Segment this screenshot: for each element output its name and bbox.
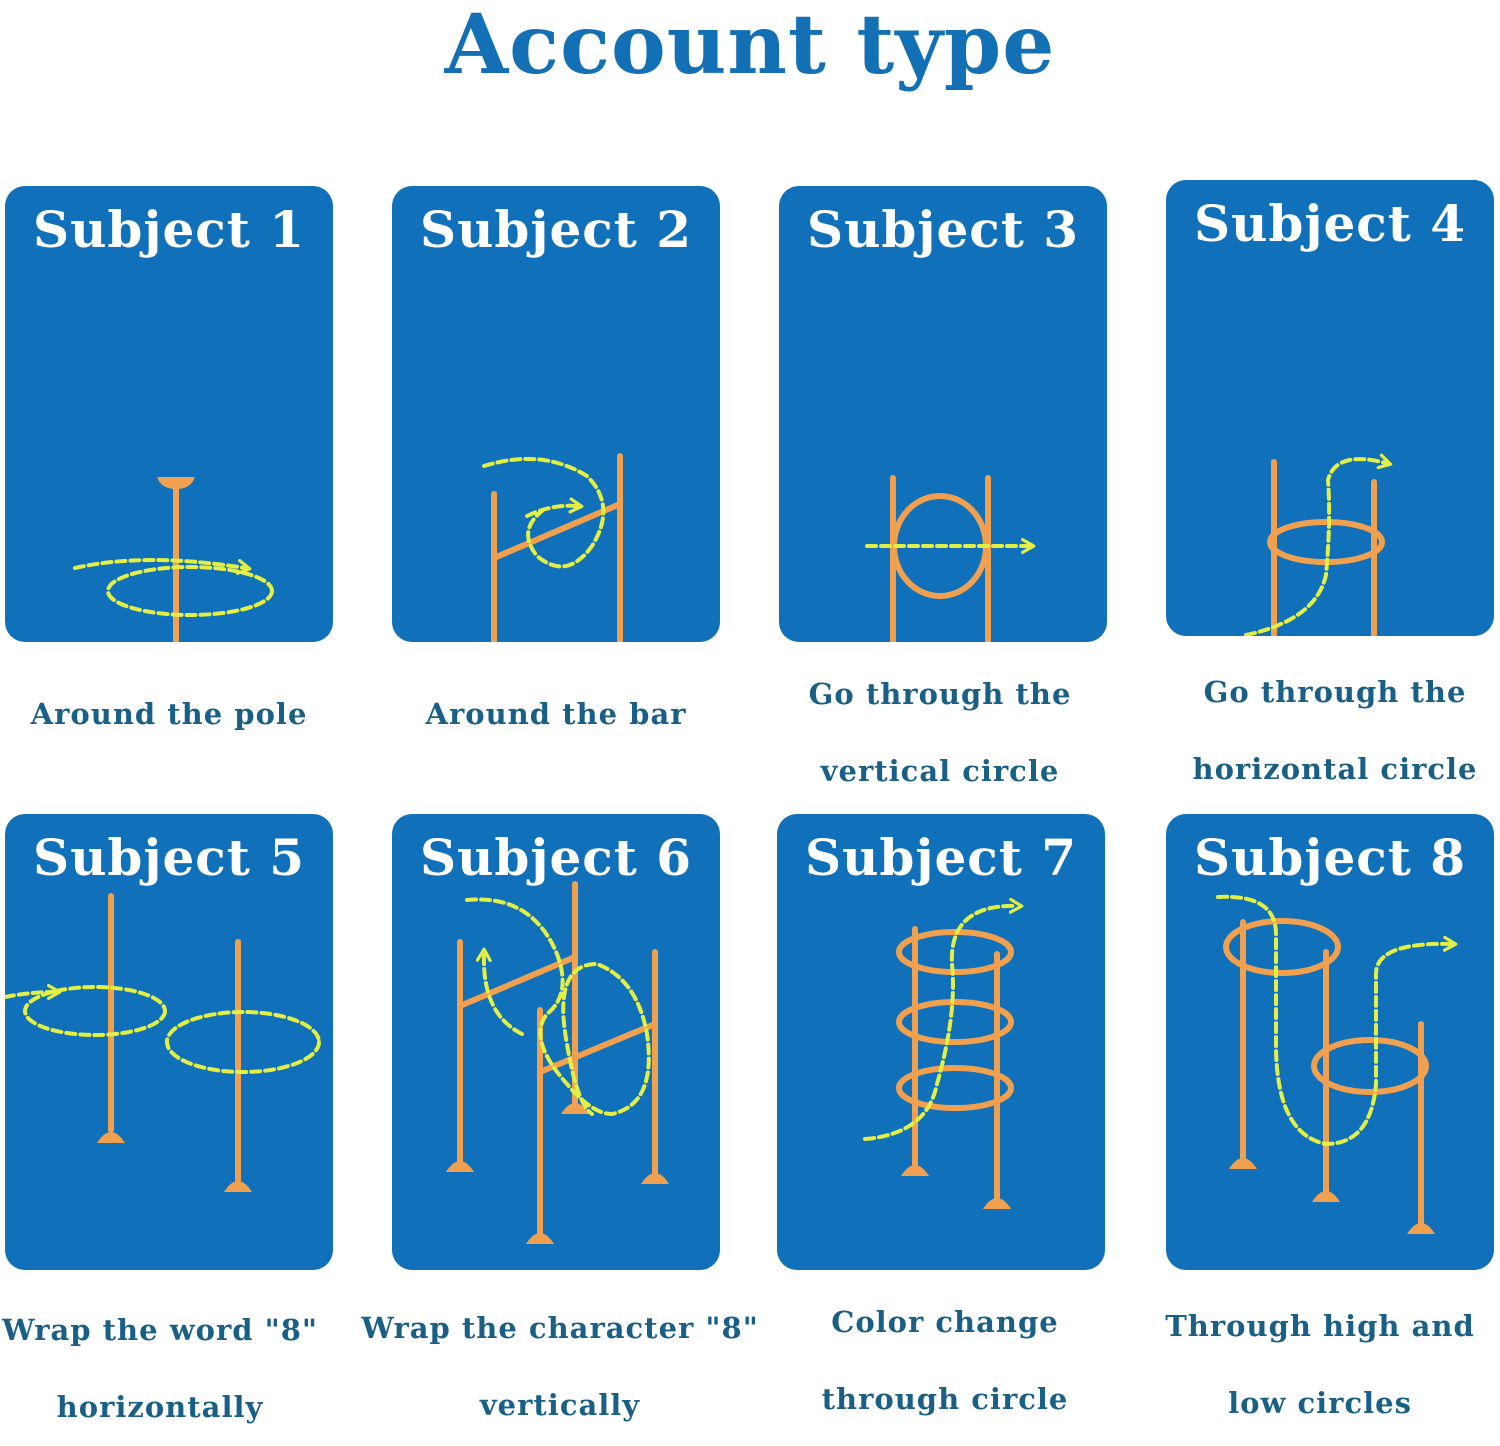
caption-line: Go through the [1203, 675, 1467, 709]
pole-element [224, 1181, 252, 1192]
pole-element [1312, 1191, 1340, 1202]
card-heading: Subject 5 [32, 828, 306, 887]
pole-element [1229, 1158, 1257, 1169]
pole-diagram-8 [1216, 894, 1458, 1234]
pole-element [446, 1161, 474, 1172]
pole-diagram-2 [482, 453, 623, 642]
card-heading: Subject 2 [419, 200, 693, 259]
dashed-route [1216, 894, 1458, 1147]
subject-card-1: Subject 1 [5, 186, 333, 642]
pole-element [641, 1173, 669, 1184]
caption-line: Around the bar [425, 697, 687, 731]
pole-element [526, 1233, 554, 1244]
dashed-route [475, 947, 524, 1036]
caption-line: horizontal circle [1192, 752, 1478, 786]
pole-element [537, 1021, 658, 1075]
pole-diagram-4 [1244, 453, 1393, 636]
dashed-route [165, 1010, 321, 1074]
subject-card-4: Subject 4 [1166, 180, 1494, 636]
page-title: Account type [444, 0, 1056, 93]
caption-3: Go through the vertical circle [760, 656, 1120, 810]
dashed-route [465, 897, 651, 1117]
caption-7: Color change through circle [780, 1284, 1110, 1438]
caption-1: Around the pole [5, 676, 333, 753]
caption-2: Around the bar [392, 676, 720, 753]
subject-card-5: Subject 5 [5, 814, 333, 1270]
pole-element [896, 999, 1014, 1045]
dashed-route [1244, 453, 1393, 636]
pole-diagram-1 [73, 477, 274, 642]
card-heading: Subject 4 [1193, 194, 1467, 253]
dashed-route [106, 565, 274, 617]
caption-line: low circles [1228, 1386, 1412, 1420]
card-heading: Subject 6 [419, 828, 693, 887]
caption-line: Wrap the word "8" [1, 1313, 319, 1347]
card-heading: Subject 8 [1193, 828, 1467, 887]
dashed-route [5, 984, 62, 1001]
pole-element [97, 1132, 125, 1143]
subject-card-6: Subject 6 [392, 814, 720, 1270]
card-heading: Subject 1 [32, 200, 306, 259]
dashed-route [23, 985, 167, 1037]
pole-element [901, 1165, 929, 1176]
pole-element [896, 929, 1014, 975]
caption-line: through circle [821, 1382, 1069, 1416]
card-heading: Subject 7 [804, 828, 1078, 887]
caption-6: Wrap the character "8" vertically [360, 1290, 760, 1444]
subject-card-7: Subject 7 [777, 814, 1105, 1270]
pole-diagram-3 [865, 475, 1036, 642]
dashed-route [863, 897, 1024, 1141]
pole-element [983, 1198, 1011, 1209]
pole-element [561, 1103, 589, 1114]
caption-line: Go through the [808, 677, 1072, 711]
caption-line: horizontally [56, 1390, 264, 1424]
dashed-route [482, 456, 606, 569]
pole-element [491, 501, 623, 561]
pole-element [896, 1065, 1014, 1111]
subject-card-3: Subject 3 [779, 186, 1107, 642]
subject-card-2: Subject 2 [392, 186, 720, 642]
pole-element [1267, 519, 1385, 565]
caption-line: Wrap the character "8" [361, 1311, 759, 1345]
pole-element [1407, 1223, 1435, 1234]
caption-8: Through high and low circles [1160, 1288, 1480, 1442]
card-heading: Subject 3 [806, 200, 1080, 259]
pole-element [457, 954, 578, 1009]
dashed-route [73, 558, 252, 575]
caption-line: Color change [831, 1305, 1059, 1339]
caption-4: Go through the horizontal circle [1170, 654, 1500, 808]
pole-diagram-6 [446, 881, 669, 1244]
caption-line: vertical circle [820, 754, 1060, 788]
pole-element [1223, 918, 1341, 976]
pole-diagram-5 [5, 893, 321, 1192]
caption-line: Through high and [1165, 1309, 1475, 1343]
dashed-route [525, 497, 584, 518]
caption-line: Around the pole [30, 697, 308, 731]
pole-diagram-7 [863, 897, 1024, 1209]
caption-5: Wrap the word "8" horizontally [0, 1292, 320, 1446]
subject-card-8: Subject 8 [1166, 814, 1494, 1270]
pole-element [1311, 1037, 1429, 1095]
caption-line: vertically [479, 1388, 641, 1422]
